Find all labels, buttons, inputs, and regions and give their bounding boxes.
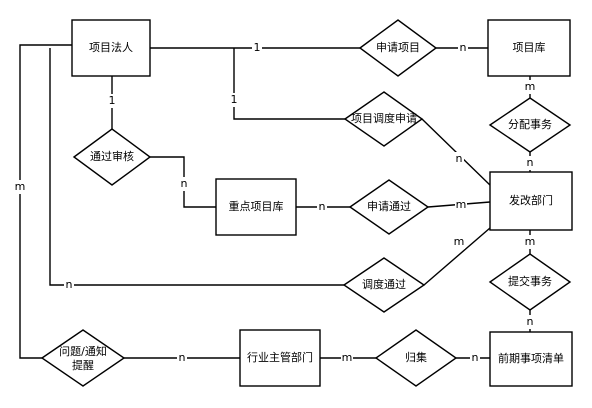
rel-apply-project-label: 申请项目 (376, 41, 420, 54)
edge-legal-issue (19, 44, 72, 359)
entity-key-project-library-label: 重点项目库 (229, 199, 284, 213)
entity-dev-reform-dept[interactable]: 发改部门 (489, 171, 573, 231)
rel-apply-project[interactable]: 申请项目 (358, 19, 438, 77)
rel-submit-matter[interactable]: 提交事务 (488, 253, 572, 311)
card-industry-collect: m (342, 351, 353, 364)
rel-issue-notice-label-line2: 提醒 (72, 359, 94, 372)
card-legal-dispatchpass: n (66, 278, 73, 291)
rel-collect[interactable]: 归集 (374, 329, 458, 387)
card-assign-dept: n (527, 156, 534, 169)
edge-legal-dispatch (233, 48, 345, 120)
rel-apply-pass-label: 申请通过 (367, 200, 411, 213)
card-dispatch-dept: n (456, 152, 463, 165)
card-legal-apply: 1 (254, 41, 261, 54)
card-applypass-dept: m (456, 198, 467, 211)
card-apply-library: n (460, 41, 467, 54)
card-issue-industry: n (179, 351, 186, 364)
entity-project-legal-label: 项目法人 (89, 40, 133, 54)
rel-dispatch-apply[interactable]: 项目调度申请 (343, 91, 424, 147)
rel-pass-review-label: 通过审核 (90, 149, 134, 163)
card-key-applypass: n (319, 200, 326, 213)
card-dept-submit: m (525, 235, 536, 248)
entity-industry-dept-label: 行业主管部门 (247, 350, 313, 364)
card-legal-review: 1 (109, 94, 116, 107)
card-legal-issue: m (15, 180, 26, 193)
rel-submit-matter-label: 提交事务 (508, 274, 552, 288)
card-legal-dispatch: 1 (231, 93, 238, 106)
rel-dispatch-pass[interactable]: 调度通过 (342, 257, 426, 313)
entity-key-project-library[interactable]: 重点项目库 (215, 178, 297, 236)
entity-pre-matter-list-label: 前期事项清单 (498, 351, 564, 365)
card-library-assign: m (525, 80, 536, 93)
card-dispatchpass-dept: m (454, 235, 465, 248)
rel-pass-review[interactable]: 通过审核 (72, 128, 152, 186)
rel-assign-matter-label: 分配事务 (508, 118, 552, 131)
rel-issue-notice[interactable]: 问题/通知 提醒 (40, 329, 126, 387)
entity-industry-dept[interactable]: 行业主管部门 (239, 329, 321, 387)
rel-dispatch-pass-label: 调度通过 (362, 277, 406, 291)
rel-apply-pass[interactable]: 申请通过 (348, 179, 430, 235)
entity-pre-matter-list[interactable]: 前期事项清单 (489, 331, 573, 387)
entity-project-legal[interactable]: 项目法人 (71, 19, 151, 77)
card-collect-list: n (472, 351, 479, 364)
entity-project-library-label: 项目库 (513, 41, 546, 54)
card-submit-list: n (527, 315, 534, 328)
edge-legal-dispatchpass (49, 48, 344, 286)
entity-dev-reform-dept-label: 发改部门 (509, 193, 553, 207)
rel-assign-matter[interactable]: 分配事务 (488, 97, 572, 153)
rel-issue-notice-label-line1: 问题/通知 (59, 344, 107, 358)
edge-dispatchpass-dept (423, 227, 491, 286)
rel-collect-label: 归集 (405, 350, 427, 364)
rel-dispatch-apply-label: 项目调度申请 (351, 111, 417, 125)
card-review-key: n (181, 177, 188, 190)
entity-project-library[interactable]: 项目库 (487, 19, 571, 77)
cardinality-labels: 1 n 1 n 1 n n m n m m n m n m n m (14, 41, 536, 365)
